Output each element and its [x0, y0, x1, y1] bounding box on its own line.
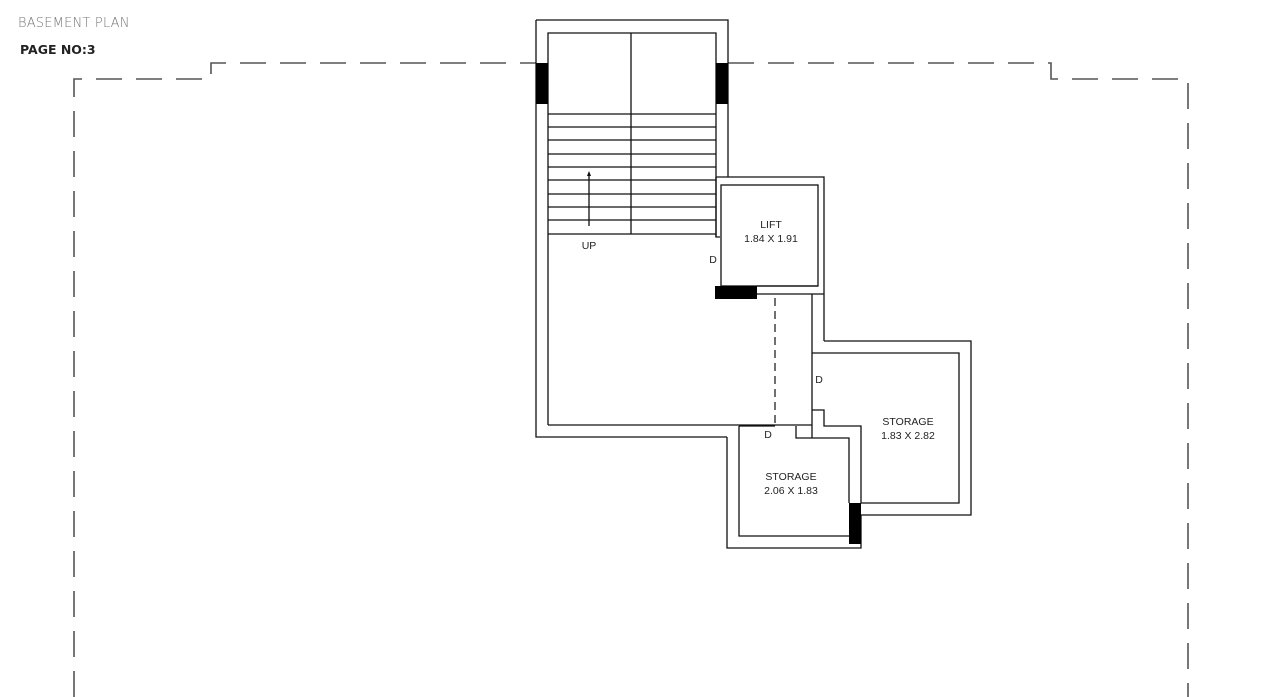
door-label-storage-right: D: [815, 374, 823, 386]
lift-label: LIFT: [760, 219, 782, 231]
plan-title: BASEMENT PLAN: [18, 16, 130, 31]
door-label-lift: D: [709, 254, 717, 266]
arrow-head-icon: [587, 171, 591, 176]
plot-boundary: [73, 62, 1189, 697]
storage-bottom-label: STORAGE: [765, 471, 816, 483]
storage-right-dims: 1.83 X 2.82: [881, 430, 935, 442]
storage-bottom-dims: 2.06 X 1.83: [764, 485, 818, 497]
page-number: PAGE NO:3: [20, 42, 96, 57]
walls: [535, 19, 972, 549]
columns: [536, 63, 861, 544]
stair-up-label: UP: [582, 240, 597, 252]
storage-right-label: STORAGE: [882, 416, 933, 428]
door-label-storage-bottom: D: [764, 429, 772, 441]
lift-dims: 1.84 X 1.91: [744, 233, 798, 245]
